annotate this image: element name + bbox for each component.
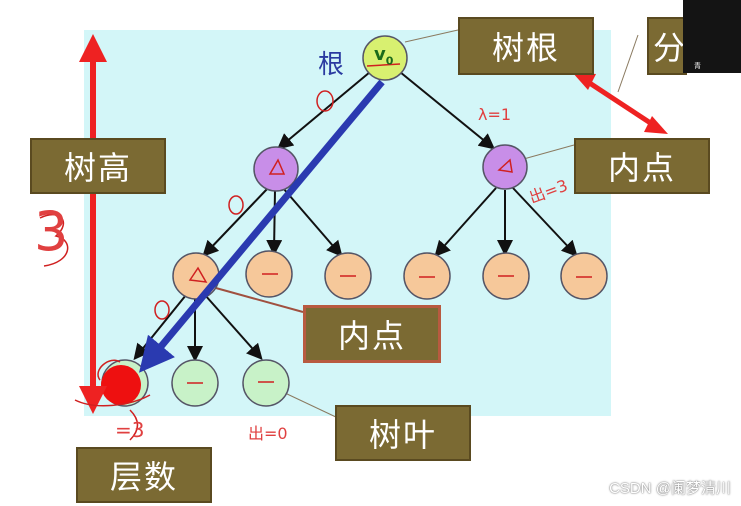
path-arrow <box>139 79 385 373</box>
callout-lines <box>204 29 639 419</box>
label-partial: 分 <box>647 17 687 75</box>
tree-nodes <box>101 35 608 407</box>
root-caption: 根 <box>318 50 345 80</box>
handwriting-out-zero: 出=0 <box>248 424 288 443</box>
video-label: 青 <box>694 62 701 70</box>
red-double-arrow <box>583 77 657 129</box>
handwriting-lambda: λ=1 <box>478 105 512 124</box>
leaf-node <box>242 359 290 407</box>
leaf-node <box>560 252 608 300</box>
internal-node-mid <box>172 252 220 300</box>
edge-left-b <box>266 189 283 256</box>
handwriting-height-value: 3 <box>34 200 69 263</box>
internal-node-right <box>482 144 528 190</box>
label-tree-height: 树高 <box>30 138 166 194</box>
root-node-label: v0 <box>374 44 393 68</box>
edge-right-c <box>512 187 578 257</box>
edge-mid-c <box>204 294 263 360</box>
handwriting-level-value: =3 <box>115 418 145 442</box>
root-node <box>362 35 408 81</box>
label-internal-node-right: 内点 <box>574 138 710 194</box>
height-arrow-bottom <box>79 386 107 414</box>
edge-right-a <box>434 187 497 257</box>
edge-root-left <box>276 71 371 150</box>
leaf-node <box>403 252 451 300</box>
root-node-subscript: 0 <box>385 54 394 68</box>
root-node-letter: v <box>374 44 386 65</box>
handwriting-scribbles <box>39 213 151 441</box>
watermark: CSDN @阑梦清川 <box>609 480 731 497</box>
edge-left-c <box>282 187 343 258</box>
tree-edges <box>133 71 578 362</box>
highlight-dot <box>101 365 141 405</box>
edge-root-right <box>399 71 496 150</box>
label-level: 层数 <box>76 447 212 503</box>
label-tree-root: 树根 <box>458 17 594 75</box>
label-leaf: 树叶 <box>335 405 471 461</box>
height-arrow-top <box>79 34 107 62</box>
internal-node-left <box>253 146 299 192</box>
node-marks <box>97 63 592 384</box>
video-overlay: 青 <box>683 0 741 73</box>
label-internal-node-mid: 内点 <box>303 305 441 363</box>
edge-left-a <box>202 187 269 257</box>
